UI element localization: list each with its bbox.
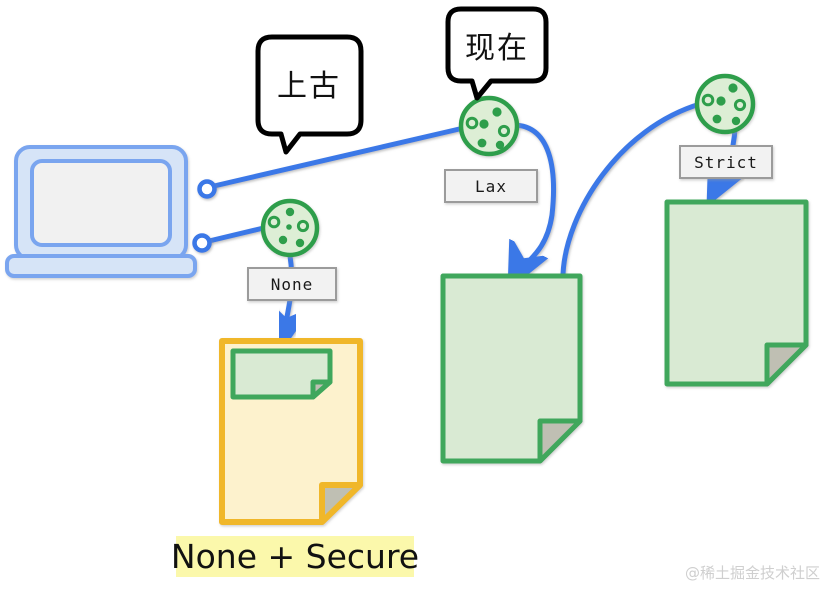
laptop-base xyxy=(5,254,197,278)
label-lax: Lax xyxy=(444,169,538,203)
document-green-inner-fold xyxy=(310,379,333,400)
cookie-lax-chip-5 xyxy=(477,138,487,148)
laptop-port-top xyxy=(197,179,217,199)
label-none-text: None xyxy=(271,275,314,294)
cookie-strict-chip-4 xyxy=(716,96,726,106)
edge-middle-doc-to-strict-cookie xyxy=(560,101,703,277)
cookie-none-icon xyxy=(260,198,320,258)
cookie-strict-chip-5 xyxy=(712,114,722,124)
label-lax-text: Lax xyxy=(475,177,507,196)
cookie-strict-body xyxy=(694,73,756,135)
cookie-none-chip-1 xyxy=(285,207,295,217)
document-green-middle-fold xyxy=(537,418,583,464)
label-none: None xyxy=(247,267,337,301)
speech-bubble-now-shape xyxy=(445,6,549,101)
cookie-strict-chip-1 xyxy=(728,83,738,93)
speech-bubble-now-text: 现在 xyxy=(465,31,529,66)
cookie-strict-chip-3 xyxy=(733,98,747,112)
cookie-none-chip-6 xyxy=(286,224,292,230)
cookie-lax-icon xyxy=(458,95,520,157)
cookie-none-chip-5 xyxy=(295,238,305,248)
label-strict: Strict xyxy=(679,145,773,179)
cookie-lax-body xyxy=(458,95,520,157)
edge-lax-to-middle-doc xyxy=(513,122,556,280)
document-yellow-fold xyxy=(319,482,363,525)
caption-none-secure: None + Secure xyxy=(171,536,419,577)
speech-bubble-ancient: 上古 xyxy=(255,34,364,155)
cookie-none-chip-2 xyxy=(267,215,281,229)
cookie-strict-chip-6 xyxy=(731,116,741,126)
cookie-none-chip-3 xyxy=(296,219,310,233)
label-none-box xyxy=(247,267,337,301)
cookie-lax-chip-1 xyxy=(492,107,502,117)
speech-bubble-ancient-text: 上古 xyxy=(277,69,341,104)
cookie-lax-chip-4 xyxy=(479,119,489,129)
label-strict-text: Strict xyxy=(694,153,758,172)
cookie-strict-chip-2 xyxy=(701,93,715,107)
document-green-middle xyxy=(440,273,583,464)
label-strict-box xyxy=(679,145,773,179)
cookie-strict-icon xyxy=(694,73,756,135)
cookie-none-chip-4 xyxy=(278,235,288,245)
caption-text: None + Secure xyxy=(171,537,419,576)
laptop-icon xyxy=(5,145,197,278)
watermark: @稀土掘金技术社区 xyxy=(685,564,820,582)
laptop-port-bottom xyxy=(192,233,212,253)
label-lax-box xyxy=(444,169,538,203)
document-green-inner xyxy=(230,348,333,400)
caption-highlight xyxy=(176,536,414,577)
cookie-lax-chip-3 xyxy=(497,124,511,138)
edge-laptop-to-lax-cookie xyxy=(211,124,471,189)
cookie-lax-chip-6 xyxy=(495,140,505,150)
laptop-screen xyxy=(30,159,172,247)
speech-bubble-now: 现在 xyxy=(445,6,549,101)
document-green-right xyxy=(664,199,809,387)
document-green-right-fold xyxy=(764,342,809,387)
speech-bubble-ancient-shape xyxy=(255,34,364,155)
cookie-lax-chip-2 xyxy=(465,116,479,130)
